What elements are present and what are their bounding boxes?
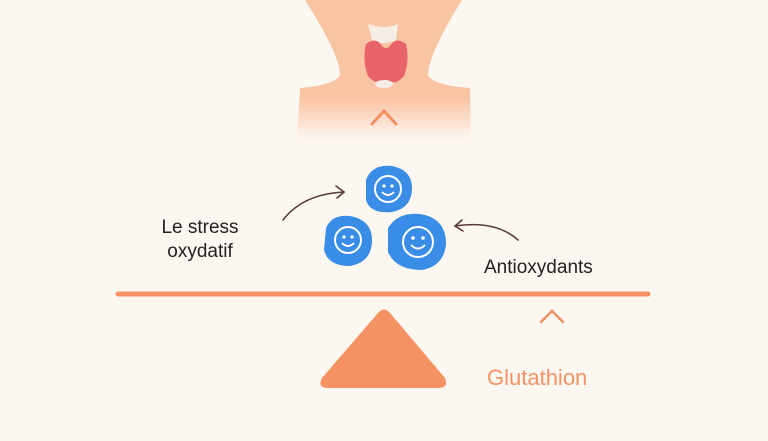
thyroid-icon [364,40,408,83]
antioxidants-label: Antioxydants [484,257,593,278]
up-arrow-icon [539,309,565,350]
oxidative-stress-label: Le stress oxydatif [140,216,260,264]
oxidative-stress-line-1: Le stress [161,217,239,238]
oxidative-stress-line-2: oxydatif [167,241,233,262]
fulcrum-triangle [320,309,447,388]
curved-arrow-icon [453,219,519,241]
up-arrow-icon [370,108,398,172]
smiley-cell-icon [366,165,412,213]
curved-arrow-icon [282,185,346,221]
smiley-cell-icon [388,213,446,270]
smiley-cell-icon [324,215,372,266]
glutathione-label: Glutathion [487,365,588,390]
thyroid-neck-illustration [297,0,471,140]
